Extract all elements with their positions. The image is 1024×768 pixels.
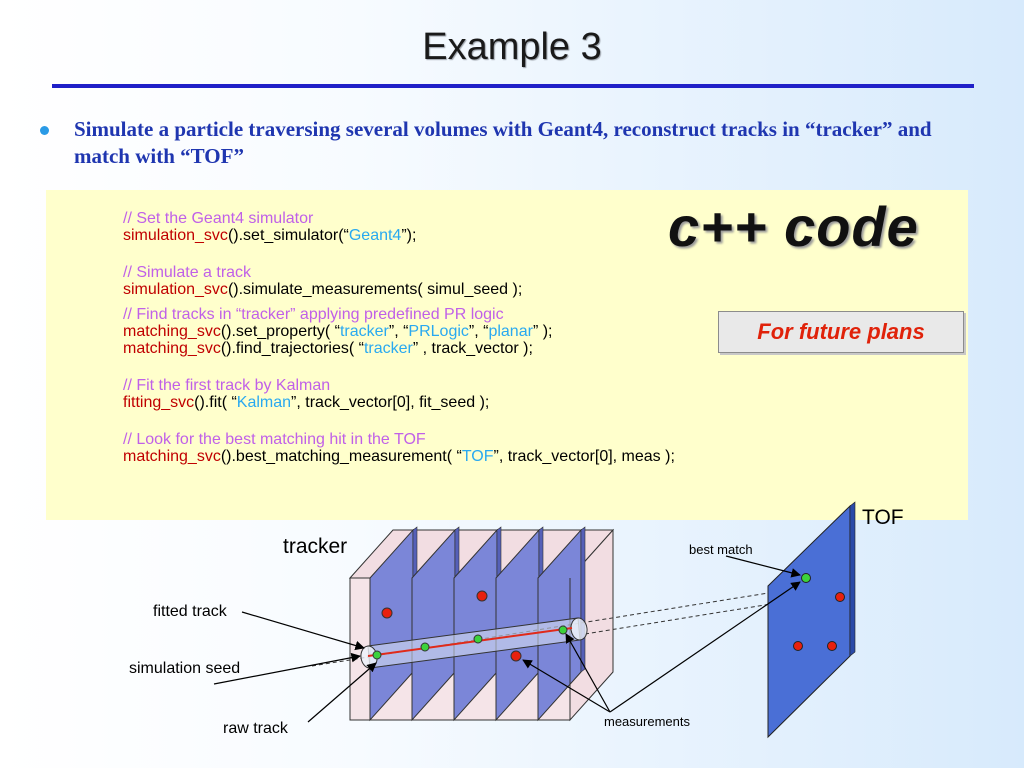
measurement-arrow [609, 581, 801, 713]
code-literal: tracker [339, 323, 389, 340]
code-literal: planar [488, 323, 533, 340]
extrapolation-line [584, 597, 809, 635]
code-panel [46, 190, 968, 520]
code-text: ”); [401, 227, 417, 244]
tof-hit [827, 641, 837, 651]
noise-hit [476, 590, 488, 602]
code-text: ”, track_vector[0], fit_seed ); [291, 394, 490, 411]
code-literal: tracker [363, 340, 413, 357]
best-match-arrow [725, 555, 801, 578]
tracker-planes [369, 526, 586, 722]
code-text: ().set_simulator(“ [227, 227, 349, 244]
tracker-noise-hits [381, 590, 522, 662]
code-function: simulation_svc [123, 227, 228, 244]
slide-title: Example 3 [422, 26, 602, 68]
code-heading: c++ code [668, 195, 919, 258]
code-line: simulation_svc().set_simulator(“Geant4”)… [123, 227, 675, 244]
code-line: matching_svc().find_trajectories( “track… [123, 340, 675, 357]
code-function: matching_svc [123, 448, 221, 465]
code-function: simulation_svc [123, 281, 228, 298]
code-comment: // Look for the best matching hit in the… [123, 431, 426, 448]
code-text: ().find_trajectories( “ [220, 340, 364, 357]
track-hit [420, 642, 430, 652]
best-match-label: best match [689, 542, 753, 557]
fitted-track-line [367, 627, 573, 657]
raw-track-arrow [307, 662, 377, 723]
code-text: ”, “ [388, 323, 409, 340]
fitted-track-label: fitted track [153, 603, 228, 620]
code-text: ”, track_vector[0], meas ); [493, 448, 675, 465]
tof-hit [835, 592, 845, 602]
code-text: ” ); [532, 323, 553, 340]
code-text: ().fit( “ [194, 394, 237, 411]
noise-hit [510, 650, 522, 662]
noise-hit [381, 607, 393, 619]
code-text: ().simulate_measurements( simul_seed ); [227, 281, 523, 298]
code-text: ” , track_vector ); [412, 340, 533, 357]
code-function: matching_svc [123, 340, 221, 357]
future-plans-badge: For future plans [718, 311, 964, 353]
measurement-arrow [522, 659, 611, 713]
bullet-text: Simulate a particle traversing several v… [74, 117, 932, 168]
track-hit [473, 634, 483, 644]
code-line: fitting_svc().fit( “Kalman”, track_vecto… [123, 394, 675, 411]
title-underline [52, 84, 974, 88]
tracker-label: tracker [283, 535, 347, 558]
code-literal: Geant4 [348, 227, 402, 244]
simulation-seed-arrow [213, 652, 361, 685]
code-function: fitting_svc [123, 394, 195, 411]
code-comment: // Set the Geant4 simulator [123, 210, 314, 227]
code-comment: // Simulate a track [123, 264, 252, 281]
code-literal: TOF [461, 448, 494, 465]
tof-best-hit [801, 573, 811, 583]
tof-plane [767, 501, 856, 739]
simulation-seed-label: simulation seed [129, 660, 240, 677]
tof-label: TOF [862, 506, 904, 529]
track-hit [558, 625, 568, 635]
track-hit [372, 650, 382, 660]
code-block: // Look for the best matching hit in the… [123, 431, 675, 465]
code-literal: Kalman [236, 394, 292, 411]
code-text: ().best_matching_measurement( “ [220, 448, 462, 465]
code-text: ”, “ [468, 323, 489, 340]
track-hits [372, 625, 568, 660]
measurements-label: measurements [604, 714, 690, 729]
code-line: matching_svc().set_property( “tracker”, … [123, 323, 675, 340]
bullet-dot [40, 126, 49, 135]
code-block: // Find tracks in “tracker” applying pre… [123, 306, 675, 357]
code-comment: // Fit the first track by Kalman [123, 377, 331, 394]
code-function: matching_svc [123, 323, 221, 340]
tof-hit [793, 641, 803, 651]
code-line: matching_svc().best_matching_measurement… [123, 448, 675, 465]
raw-track-label: raw track [223, 720, 289, 737]
fitted-track-arrow [241, 611, 365, 651]
code-literal: PRLogic [408, 323, 469, 340]
code-comment: // Find tracks in “tracker” applying pre… [123, 306, 504, 323]
code-text: ().set_property( “ [220, 323, 340, 340]
measurement-arrow [565, 633, 611, 713]
code-line: simulation_svc().simulate_measurements( … [123, 281, 675, 298]
